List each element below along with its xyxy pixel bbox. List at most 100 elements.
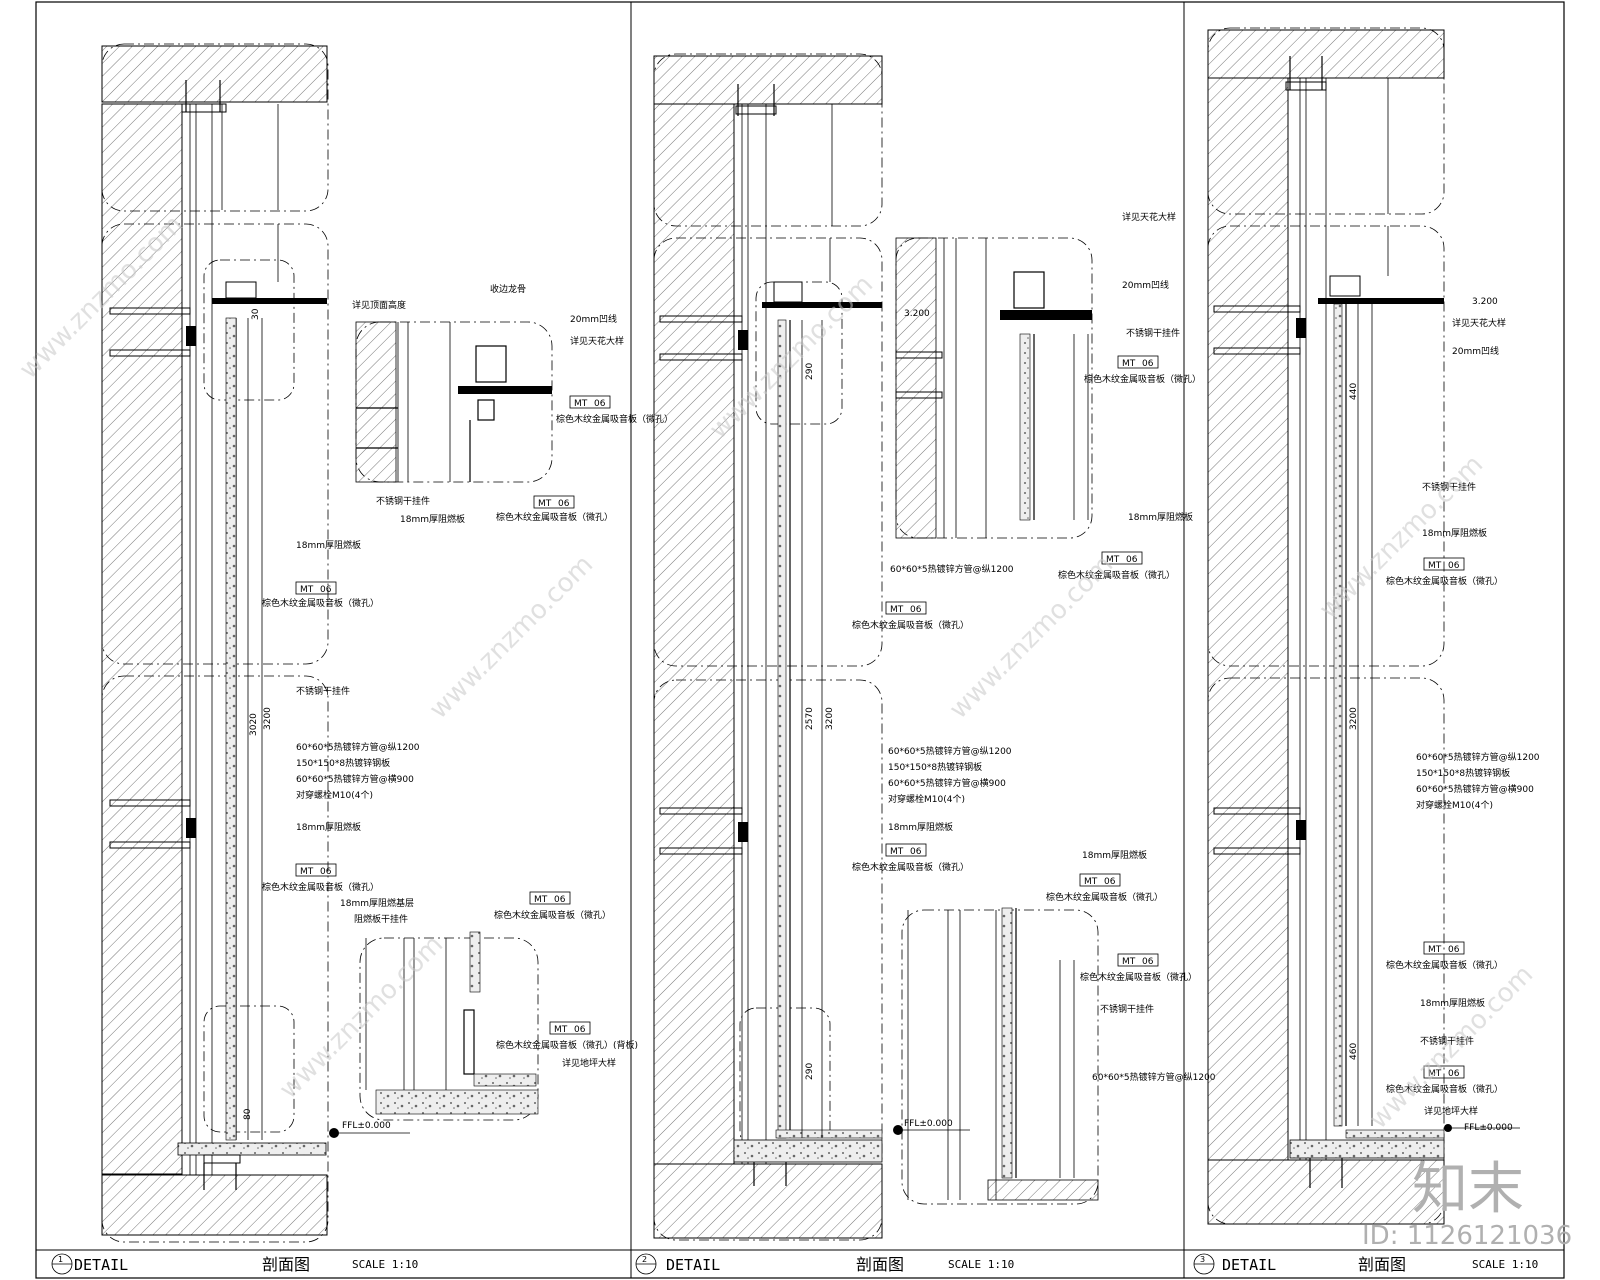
p3-dim-460: 460 (1349, 1043, 1359, 1060)
p1-trim-keel: 收边龙骨 (490, 283, 526, 295)
p1-base-board: 18mm厚阻燃基层 (340, 897, 414, 909)
p2-panel-desc-3: 棕色木纹金属吸音板（微孔） (852, 619, 969, 631)
p1-ss-hanger-2: 不锈钢干挂件 (296, 685, 350, 697)
p2-dim-2570: 2570 (805, 707, 815, 730)
p1-dim-3020: 3020 (249, 713, 259, 736)
p2-mt-num-2: 06 (1126, 555, 1138, 565)
p1-tube-60b: 60*60*5热镀锌方管@横900 (296, 773, 414, 785)
p3-groove-20: 20mm凹线 (1452, 345, 1499, 357)
p2-mt-num-3: 06 (910, 605, 922, 615)
p1-panel-desc-1: 棕色木纹金属吸音板（微孔） (556, 413, 673, 425)
p2-panel-desc-4: 棕色木纹金属吸音板（微孔） (852, 861, 969, 873)
p1-board-18-1: 18mm厚阻燃板 (400, 513, 465, 525)
p1-mt-code-4: MT (300, 867, 314, 877)
p2-mt-num-5: 06 (1104, 877, 1116, 887)
sheet-border (35, 1, 1565, 1279)
p2-mt-code-3: MT (890, 605, 904, 615)
p1-ffl: FFL±0.000 (342, 1121, 391, 1131)
watermark-text: www.znzmo.com (424, 550, 599, 725)
p1-mt-code-6: MT (554, 1025, 568, 1035)
p2-ceiling-detail: 详见天花大样 (1122, 211, 1176, 223)
p3-ss-hanger-1: 不锈钢干挂件 (1422, 481, 1476, 493)
p3-panel-desc-1: 棕色木纹金属吸音板（微孔） (1386, 575, 1503, 587)
p2-mt-num-6: 06 (1142, 957, 1154, 967)
p2-bolt: 对穿螺栓M10(4个) (888, 793, 965, 805)
p2-detail-label: DETAIL (666, 1256, 720, 1274)
p1-panel-desc-2: 棕色木纹金属吸音板（微孔） (496, 511, 613, 523)
p1-board-18-3: 18mm厚阻燃板 (296, 821, 361, 833)
p1-detail-label: DETAIL (74, 1256, 128, 1274)
p2-number: 2 (642, 1255, 647, 1264)
p3-dim-440: 440 (1349, 383, 1359, 400)
p1-mt-num-3: 06 (320, 585, 332, 595)
detail-panel-1-labels: 详见顶面高度 收边龙骨 20mm凹线 详见天花大样 MT 06 棕色木纹金属吸音… (243, 283, 673, 1131)
p2-tube-60b: 60*60*5热镀锌方管@横900 (888, 777, 1006, 789)
p3-scale: SCALE 1:10 (1472, 1258, 1538, 1271)
p2-dim-290: 290 (805, 363, 815, 380)
p1-bolt: 对穿螺栓M10(4个) (296, 789, 373, 801)
p1-scale: SCALE 1:10 (352, 1258, 418, 1271)
p1-panel-desc-base: 棕色木纹金属吸音板（微孔）(背板) (496, 1039, 638, 1051)
p3-board-18-2: 18mm厚阻燃板 (1420, 997, 1485, 1009)
detail-panel-1 (101, 43, 553, 1243)
p2-ffl: FFL±0.000 (904, 1119, 953, 1129)
p3-mt-code-1: MT (1428, 561, 1442, 571)
p2-title: 剖面图 (856, 1255, 904, 1274)
p3-tube-60: 60*60*5热镀锌方管@纵1200 (1416, 751, 1540, 763)
p2-panel-desc-1: 棕色木纹金属吸音板（微孔） (1084, 373, 1201, 385)
p3-panel-desc-3: 棕色木纹金属吸音板（微孔） (1386, 1083, 1503, 1095)
detail-panel-2 (653, 53, 1099, 1241)
p2-ss-hanger-1: 不锈钢干挂件 (1126, 327, 1180, 339)
p2-board-18-2: 18mm厚阻燃板 (888, 821, 953, 833)
p1-title: 剖面图 (262, 1255, 310, 1274)
p2-tube-note2: 60*60*5热镀锌方管@纵1200 (1092, 1071, 1216, 1083)
logo-text: 知末 (1412, 1157, 1524, 1222)
p1-dim-3200: 3200 (263, 707, 273, 730)
p2-panel-desc-6: 棕色木纹金属吸音板（微孔） (1080, 971, 1197, 983)
p2-dim-290b: 290 (805, 1063, 815, 1080)
p3-mt-code-2: MT (1428, 945, 1442, 955)
p2-mt-code-6: MT (1122, 957, 1136, 967)
p3-mt-num-2: 06 (1448, 945, 1460, 955)
p1-panel-desc-4: 棕色木纹金属吸音板（微孔） (262, 881, 379, 893)
p3-number: 3 (1200, 1255, 1205, 1264)
p3-bolt: 对穿螺栓M10(4个) (1416, 799, 1493, 811)
p1-mt-code-3: MT (300, 585, 314, 595)
p2-mt-num-1: 06 (1142, 359, 1154, 369)
p2-tube-note: 60*60*5热镀锌方管@纵1200 (890, 563, 1014, 575)
p3-ceiling-detail: 详见天花大样 (1452, 317, 1506, 329)
p1-ss-hanger-1: 不锈钢干挂件 (376, 495, 430, 507)
p1-panel-desc-5: 棕色木纹金属吸音板（微孔） (494, 909, 611, 921)
p3-mt-num-1: 06 (1448, 561, 1460, 571)
image-id: ID: 1126121036 (1362, 1221, 1572, 1251)
p2-tube-60: 60*60*5热镀锌方管@纵1200 (888, 745, 1012, 757)
p3-detail-label: DETAIL (1222, 1256, 1276, 1274)
p3-panel-desc-2: 棕色木纹金属吸音板（微孔） (1386, 959, 1503, 971)
detail-panel-3 (1207, 27, 1520, 1225)
p1-mt-num-5: 06 (554, 895, 566, 905)
p1-number: 1 (58, 1255, 63, 1264)
p1-mt-num-4: 06 (320, 867, 332, 877)
detail-panel-2-labels: 详见天花大样 20mm凹线 3.200 不锈钢干挂件 MT 06 棕色木纹金属吸… (805, 211, 1216, 1129)
p2-plate-150: 150*150*8热镀锌钢板 (888, 761, 982, 773)
p3-mt-num-3: 06 (1448, 1069, 1460, 1079)
detail-panel-3-labels: 3.200 详见天花大样 20mm凹线 不锈钢干挂件 18mm厚阻燃板 MT 0… (1349, 297, 1540, 1133)
p1-ceiling-detail: 详见天花大样 (570, 335, 624, 347)
p1-ceiling-ref: 详见顶面高度 (352, 299, 406, 311)
p2-panel-desc-5: 棕色木纹金属吸音板（微孔） (1046, 891, 1163, 903)
p2-groove-20: 20mm凹线 (1122, 279, 1169, 291)
p3-tube-60b: 60*60*5热镀锌方管@横900 (1416, 783, 1534, 795)
p1-mt-code-1: MT (574, 399, 588, 409)
p1-mt-code-2: MT (538, 499, 552, 509)
p1-mt-num-2: 06 (558, 499, 570, 509)
p2-board-18-1: 18mm厚阻燃板 (1128, 511, 1193, 523)
p3-ss-hanger-2: 不锈钢干挂件 (1420, 1035, 1474, 1047)
p1-mt-num-1: 06 (594, 399, 606, 409)
p2-mt-code-2: MT (1106, 555, 1120, 565)
p2-mt-num-4: 06 (910, 847, 922, 857)
p3-dim-3200: 3200 (1349, 707, 1359, 730)
watermark-text: www.znzmo.com (944, 550, 1119, 725)
p2-board-18-3: 18mm厚阻燃板 (1082, 849, 1147, 861)
p1-mt-num-6: 06 (574, 1025, 586, 1035)
